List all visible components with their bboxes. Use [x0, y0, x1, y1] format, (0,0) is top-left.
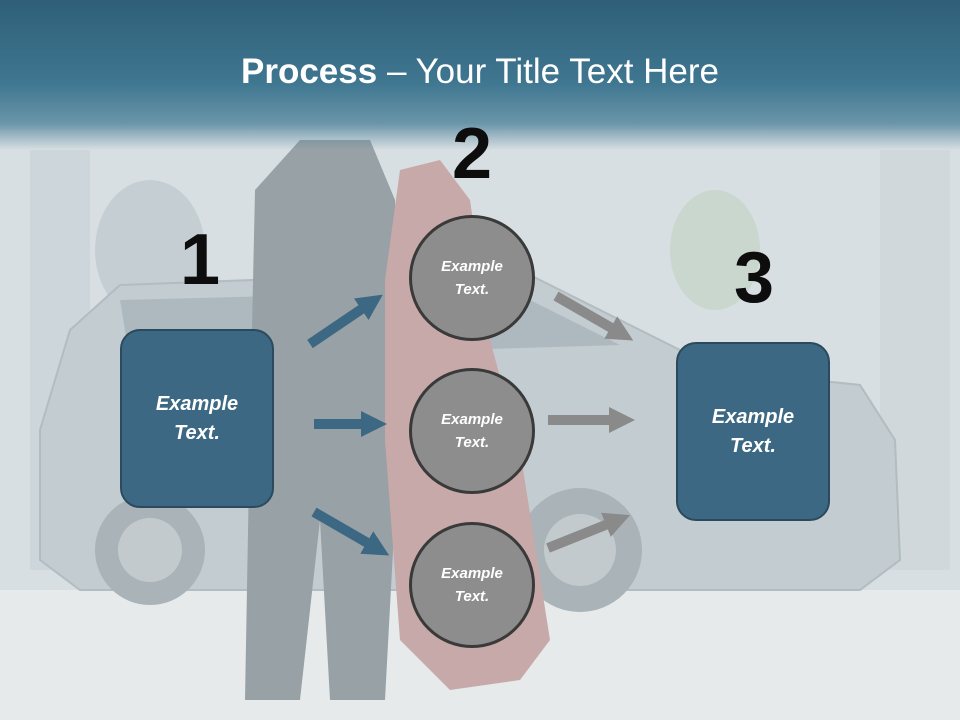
arrow-right-icon	[546, 512, 631, 553]
step-3-text-line1: Example	[711, 405, 795, 428]
slide-title: Process – Your Title Text Here	[0, 52, 960, 92]
title-bold: Process	[241, 52, 378, 91]
step-3-box: Example Text.	[676, 342, 830, 521]
photo-wheel-rear-hub	[118, 518, 182, 582]
step-2-circle-1: Example Text.	[409, 215, 535, 341]
step-number-3: 3	[733, 238, 775, 318]
step-1-text-line1: Example	[155, 392, 239, 415]
step-1-box: Example Text.	[120, 329, 274, 508]
step-2-circle-3: Example Text.	[409, 522, 535, 648]
circle-1-line2: Text.	[454, 281, 490, 298]
title-rest: Your Title Text Here	[415, 52, 720, 91]
step-number-1: 1	[179, 220, 221, 300]
title-bar	[0, 0, 960, 150]
circle-2-line1: Example	[441, 411, 503, 428]
circle-3-line1: Example	[441, 565, 503, 582]
arrow-right-icon	[307, 294, 383, 349]
circle-3-line2: Text.	[454, 588, 490, 605]
photo-sign	[670, 190, 760, 310]
arrow-right-icon	[553, 291, 634, 341]
circle-1-line1: Example	[441, 258, 503, 275]
step-number-2: 2	[451, 114, 493, 194]
title-dash: –	[377, 52, 416, 91]
circle-2-line2: Text.	[454, 434, 490, 451]
step-2-circle-2: Example Text.	[409, 368, 535, 494]
arrow-right-icon	[311, 507, 390, 556]
step-3-text-line2: Text.	[730, 434, 776, 457]
step-1-text-line2: Text.	[174, 421, 220, 444]
